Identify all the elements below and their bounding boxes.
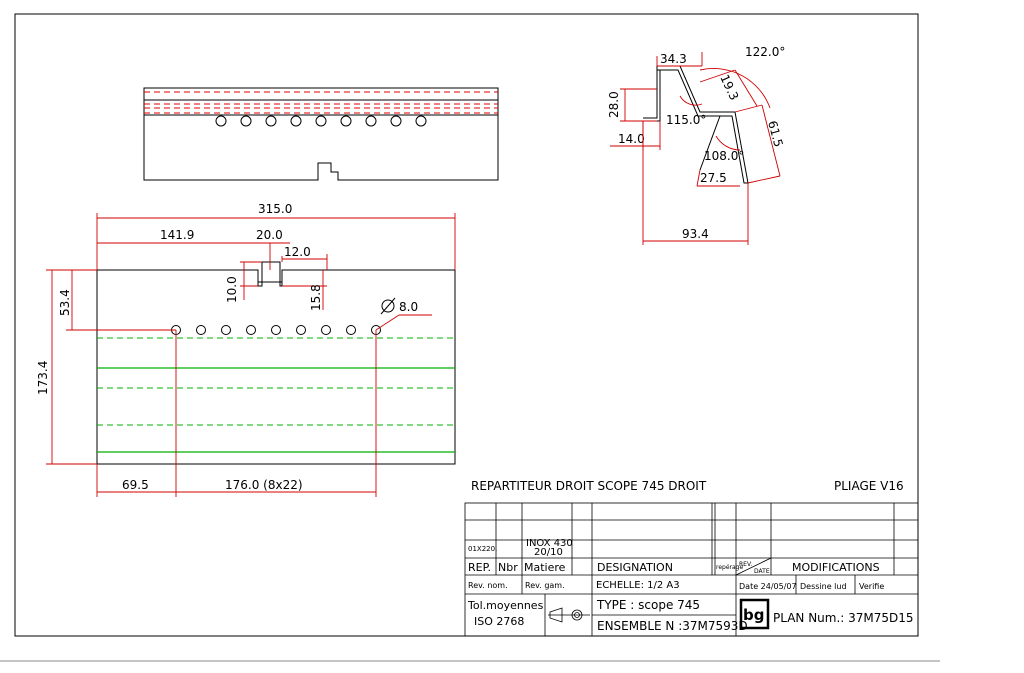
label-rev: REV. xyxy=(739,561,752,568)
hole xyxy=(240,115,252,127)
dim-hole-pitch: 176.0 (8x22) xyxy=(225,478,303,492)
label-designation: DESIGNATION xyxy=(597,561,673,574)
projection-symbol-icon xyxy=(548,607,590,623)
dim-angle-top: 122.0° xyxy=(745,45,785,59)
profile-dimensions: 34.3 122.0° 19.3 28.0 115.0° 14.0 61.5 1… xyxy=(607,45,786,245)
label-rep: REP. xyxy=(468,561,491,574)
dim-hole-height: 53.4 xyxy=(58,289,72,316)
side-view xyxy=(143,87,499,181)
dim-height-280: 28.0 xyxy=(607,91,621,118)
profile-view xyxy=(643,65,749,184)
date-value: Date 24/05/07 xyxy=(739,582,797,591)
dim-offset-slot: 141.9 xyxy=(160,228,194,242)
hole xyxy=(340,115,352,127)
material-line1: INOX 430 xyxy=(526,538,573,549)
dim-slot-width: 20.0 xyxy=(256,228,283,242)
flat-pattern-holes xyxy=(171,325,381,335)
part-title: REPARTITEUR DROIT SCOPE 745 DROIT xyxy=(471,479,707,493)
qty-code: 01X220. xyxy=(468,545,497,553)
checked-by: Verifie xyxy=(859,582,884,591)
hole xyxy=(221,325,231,335)
label-rev-nom: Rev. nom. xyxy=(468,581,508,590)
type-label: TYPE : scope 745 xyxy=(596,598,700,612)
label-matiere: Matiere xyxy=(524,561,566,574)
title-block: REPARTITEUR DROIT SCOPE 745 DROIT PLIAGE… xyxy=(464,479,919,637)
company-logo: bg xyxy=(739,598,770,630)
hole xyxy=(271,325,281,335)
label-date: DATE xyxy=(754,568,770,575)
dim-segment-615: 61.5 xyxy=(765,119,785,148)
flat-pattern xyxy=(96,261,456,465)
tolerance-line1: Tol.moyennes xyxy=(467,599,544,612)
dim-width-934: 93.4 xyxy=(682,227,709,241)
company-logo-text: bg xyxy=(743,606,764,624)
dim-slot-depth: 10.0 xyxy=(225,276,239,303)
hole xyxy=(215,115,227,127)
dim-segment-275: 27.5 xyxy=(700,171,727,185)
label-modifications: MODIFICATIONS xyxy=(792,561,880,574)
material-line2: 20/10 xyxy=(534,547,563,558)
dim-slot-step: 12.0 xyxy=(284,245,311,259)
sheet-border xyxy=(14,13,919,637)
dim-flange-140: 14.0 xyxy=(618,132,645,146)
hole xyxy=(390,115,402,127)
dim-top-flange: 34.3 xyxy=(660,52,687,66)
label-rev-gam: Rev. gam. xyxy=(525,581,565,590)
hole xyxy=(246,325,256,335)
dim-total-height: 173.4 xyxy=(36,361,50,395)
ensemble-number: ENSEMBLE N :37M7593D xyxy=(597,619,748,633)
dim-slot-depth2: 15.8 xyxy=(309,284,323,311)
hole xyxy=(365,115,377,127)
side-view-holes xyxy=(215,115,427,127)
hole xyxy=(290,115,302,127)
dim-segment-193: 19.3 xyxy=(717,72,741,102)
dim-width-total: 315.0 xyxy=(258,202,292,216)
label-nbr: Nbr xyxy=(498,561,518,574)
drawn-by: Dessine lud xyxy=(800,582,847,591)
dim-angle-108: 108.0° xyxy=(704,149,744,163)
tolerance-line2: ISO 2768 xyxy=(474,615,524,628)
hole xyxy=(315,115,327,127)
dim-angle-115: 115.0° xyxy=(666,113,706,127)
hole xyxy=(296,325,306,335)
scale-format: ECHELLE: 1/2 A3 xyxy=(596,580,680,591)
plan-number: PLAN Num.: 37M75D15 xyxy=(773,611,914,625)
dim-hole-offset: 69.5 xyxy=(122,478,149,492)
hole xyxy=(196,325,206,335)
hole xyxy=(346,325,356,335)
flat-pattern-dimensions: 315.0 141.9 20.0 12.0 10.0 15.8 53.4 173… xyxy=(36,202,456,497)
label-reperage: repérage xyxy=(716,564,743,571)
dim-hole-diameter: 8.0 xyxy=(399,300,418,314)
hole xyxy=(321,325,331,335)
hole xyxy=(415,115,427,127)
bending-spec: PLIAGE V16 xyxy=(834,479,904,493)
hole xyxy=(265,115,277,127)
